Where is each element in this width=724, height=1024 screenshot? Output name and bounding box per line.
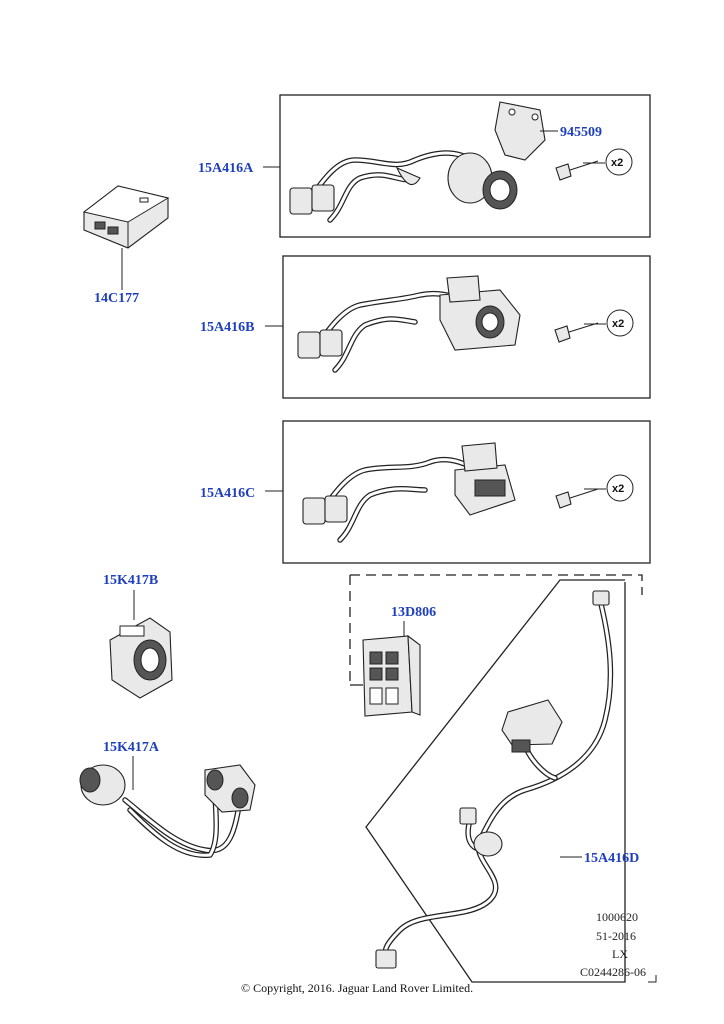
part-label-15K417B[interactable]: 15K417B [103,573,158,588]
kit-box-15A416D [350,574,643,595]
part-label-15K417A[interactable]: 15K417A [103,740,160,755]
reference-model: LX [612,947,628,961]
trailer-socket-illustration[interactable] [109,617,173,699]
bolt-illustration[interactable] [555,160,599,181]
reference-code: C0244286-06 [580,965,646,979]
kit-box-15A416A [279,94,651,238]
bolt-illustration[interactable] [554,322,599,343]
quantity-badge [606,474,634,502]
kit-box-15A416D-outline [350,579,626,983]
quantity-badge [606,309,634,337]
part-label-15A416D[interactable]: 15A416D [584,851,639,866]
reference-number: 1000620 [596,910,638,924]
wiring-harness-illustration[interactable] [297,275,521,373]
part-label-14C177[interactable]: 14C177 [94,291,139,306]
wiring-harness-illustration[interactable] [289,150,518,223]
bolt-illustration[interactable] [555,488,599,509]
part-label-945509[interactable]: 945509 [560,125,602,140]
mounting-bracket-illustration[interactable] [494,101,546,161]
reference-date: 51-2016 [596,929,636,943]
quantity-badge [605,148,633,176]
part-label-13D806[interactable]: 13D806 [391,605,436,620]
wiring-harness-illustration[interactable] [302,442,516,543]
main-wiring-harness-illustration[interactable] [375,590,614,969]
part-label-15A416A[interactable]: 15A416A [198,161,254,176]
kit-box-15A416B [282,255,651,399]
part-label-15A416B[interactable]: 15A416B [200,320,254,335]
quantity-label: x2 [612,318,624,330]
trailer-module-illustration[interactable] [82,185,170,249]
corner-mark [648,975,657,983]
adapter-harness-illustration[interactable] [79,764,256,858]
part-label-15A416C[interactable]: 15A416C [200,486,255,501]
quantity-label: x2 [611,157,623,169]
quantity-label: x2 [612,483,624,495]
switch-panel-illustration[interactable] [362,634,421,717]
copyright-notice: © Copyright, 2016. Jaguar Land Rover Lim… [241,981,473,995]
kit-box-15A416C [282,420,651,564]
